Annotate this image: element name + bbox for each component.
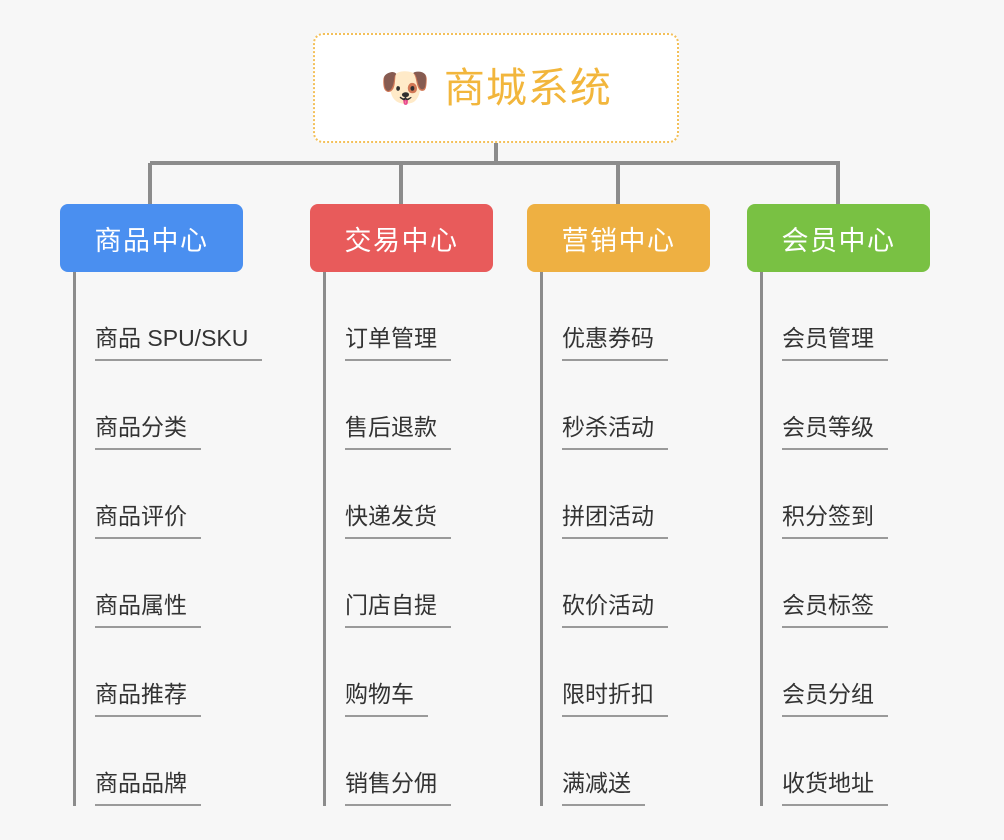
list-item[interactable]: 拼团活动 — [540, 450, 710, 539]
list-item[interactable]: 商品 SPU/SKU — [73, 272, 263, 361]
list-item[interactable]: 商品推荐 — [73, 628, 262, 717]
branch-spine — [540, 272, 543, 806]
branch-column-member: 会员中心 会员管理 会员等级 积分签到 会员标签 会员分组 收货地址 — [747, 204, 930, 806]
list-item[interactable]: 优惠券码 — [540, 272, 710, 361]
list-item-label: 会员等级 — [782, 414, 888, 450]
list-item-label: 订单管理 — [345, 325, 451, 361]
list-item-label: 快递发货 — [345, 503, 451, 539]
list-item[interactable]: 满减送 — [540, 717, 710, 806]
list-item[interactable]: 收货地址 — [760, 717, 930, 806]
branch-item-list-marketing: 优惠券码 秒杀活动 拼团活动 砍价活动 限时折扣 满减送 — [540, 272, 710, 806]
list-item[interactable]: 订单管理 — [323, 272, 493, 361]
list-item-label: 门店自提 — [345, 592, 451, 628]
list-item-label: 销售分佣 — [345, 770, 451, 806]
branch-item-list-product: 商品 SPU/SKU 商品分类 商品评价 商品属性 商品推荐 商品品牌 — [73, 272, 263, 806]
branch-spine — [760, 272, 763, 806]
list-item[interactable]: 会员分组 — [760, 628, 930, 717]
list-item-label: 商品评价 — [95, 503, 201, 539]
branch-header-label: 商品中心 — [94, 225, 209, 256]
branch-header-member[interactable]: 会员中心 — [747, 204, 930, 272]
list-item-label: 砍价活动 — [562, 592, 668, 628]
branch-header-product[interactable]: 商品中心 — [60, 204, 243, 272]
branch-column-product: 商品中心 商品 SPU/SKU 商品分类 商品评价 商品属性 商品推荐 商品品牌 — [60, 204, 263, 806]
branch-spine — [73, 272, 76, 806]
list-item[interactable]: 商品分类 — [73, 361, 262, 450]
list-item-label: 购物车 — [345, 681, 428, 717]
branch-header-marketing[interactable]: 营销中心 — [527, 204, 710, 272]
list-item-label: 会员标签 — [782, 592, 888, 628]
root-title: 商城系统 — [443, 64, 612, 111]
list-item-label: 商品 SPU/SKU — [95, 325, 263, 361]
branch-header-label: 交易中心 — [344, 225, 459, 256]
branch-item-list-member: 会员管理 会员等级 积分签到 会员标签 会员分组 收货地址 — [760, 272, 930, 806]
list-item[interactable]: 限时折扣 — [540, 628, 710, 717]
list-item-label: 商品分类 — [95, 414, 201, 450]
list-item-label: 拼团活动 — [562, 503, 668, 539]
list-item[interactable]: 秒杀活动 — [540, 361, 710, 450]
list-item-label: 会员分组 — [782, 681, 888, 717]
list-item-label: 会员管理 — [782, 325, 888, 361]
branch-header-label: 会员中心 — [781, 225, 896, 256]
list-item-label: 收货地址 — [782, 770, 888, 806]
list-item[interactable]: 售后退款 — [323, 361, 493, 450]
list-item[interactable]: 积分签到 — [760, 450, 930, 539]
list-item-label: 积分签到 — [782, 503, 888, 539]
branch-spine — [323, 272, 326, 806]
branch-header-label: 营销中心 — [561, 225, 676, 256]
list-item-label: 商品属性 — [95, 592, 201, 628]
list-item-label: 优惠券码 — [562, 325, 668, 361]
list-item-label: 商品品牌 — [95, 770, 201, 806]
list-item-label: 满减送 — [562, 770, 645, 806]
list-item[interactable]: 快递发货 — [323, 450, 493, 539]
list-item-label: 商品推荐 — [95, 681, 201, 717]
list-item[interactable]: 购物车 — [323, 628, 493, 717]
branch-column-marketing: 营销中心 优惠券码 秒杀活动 拼团活动 砍价活动 限时折扣 满减送 — [527, 204, 710, 806]
list-item[interactable]: 商品评价 — [73, 450, 262, 539]
list-item[interactable]: 会员管理 — [760, 272, 930, 361]
branch-item-list-trade: 订单管理 售后退款 快递发货 门店自提 购物车 销售分佣 — [323, 272, 493, 806]
list-item-label: 售后退款 — [345, 414, 451, 450]
branch-header-trade[interactable]: 交易中心 — [310, 204, 493, 272]
list-item[interactable]: 砍价活动 — [540, 539, 710, 628]
branch-column-trade: 交易中心 订单管理 售后退款 快递发货 门店自提 购物车 销售分佣 — [310, 204, 493, 806]
list-item[interactable]: 会员标签 — [760, 539, 930, 628]
list-item[interactable]: 商品属性 — [73, 539, 262, 628]
list-item[interactable]: 门店自提 — [323, 539, 493, 628]
list-item[interactable]: 会员等级 — [760, 361, 930, 450]
list-item-label: 限时折扣 — [562, 681, 668, 717]
root-node[interactable]: 🐶 商城系统 — [313, 33, 679, 143]
list-item[interactable]: 商品品牌 — [73, 717, 262, 806]
dog-face-icon: 🐶 — [380, 66, 430, 110]
list-item[interactable]: 销售分佣 — [323, 717, 493, 806]
list-item-label: 秒杀活动 — [562, 414, 668, 450]
